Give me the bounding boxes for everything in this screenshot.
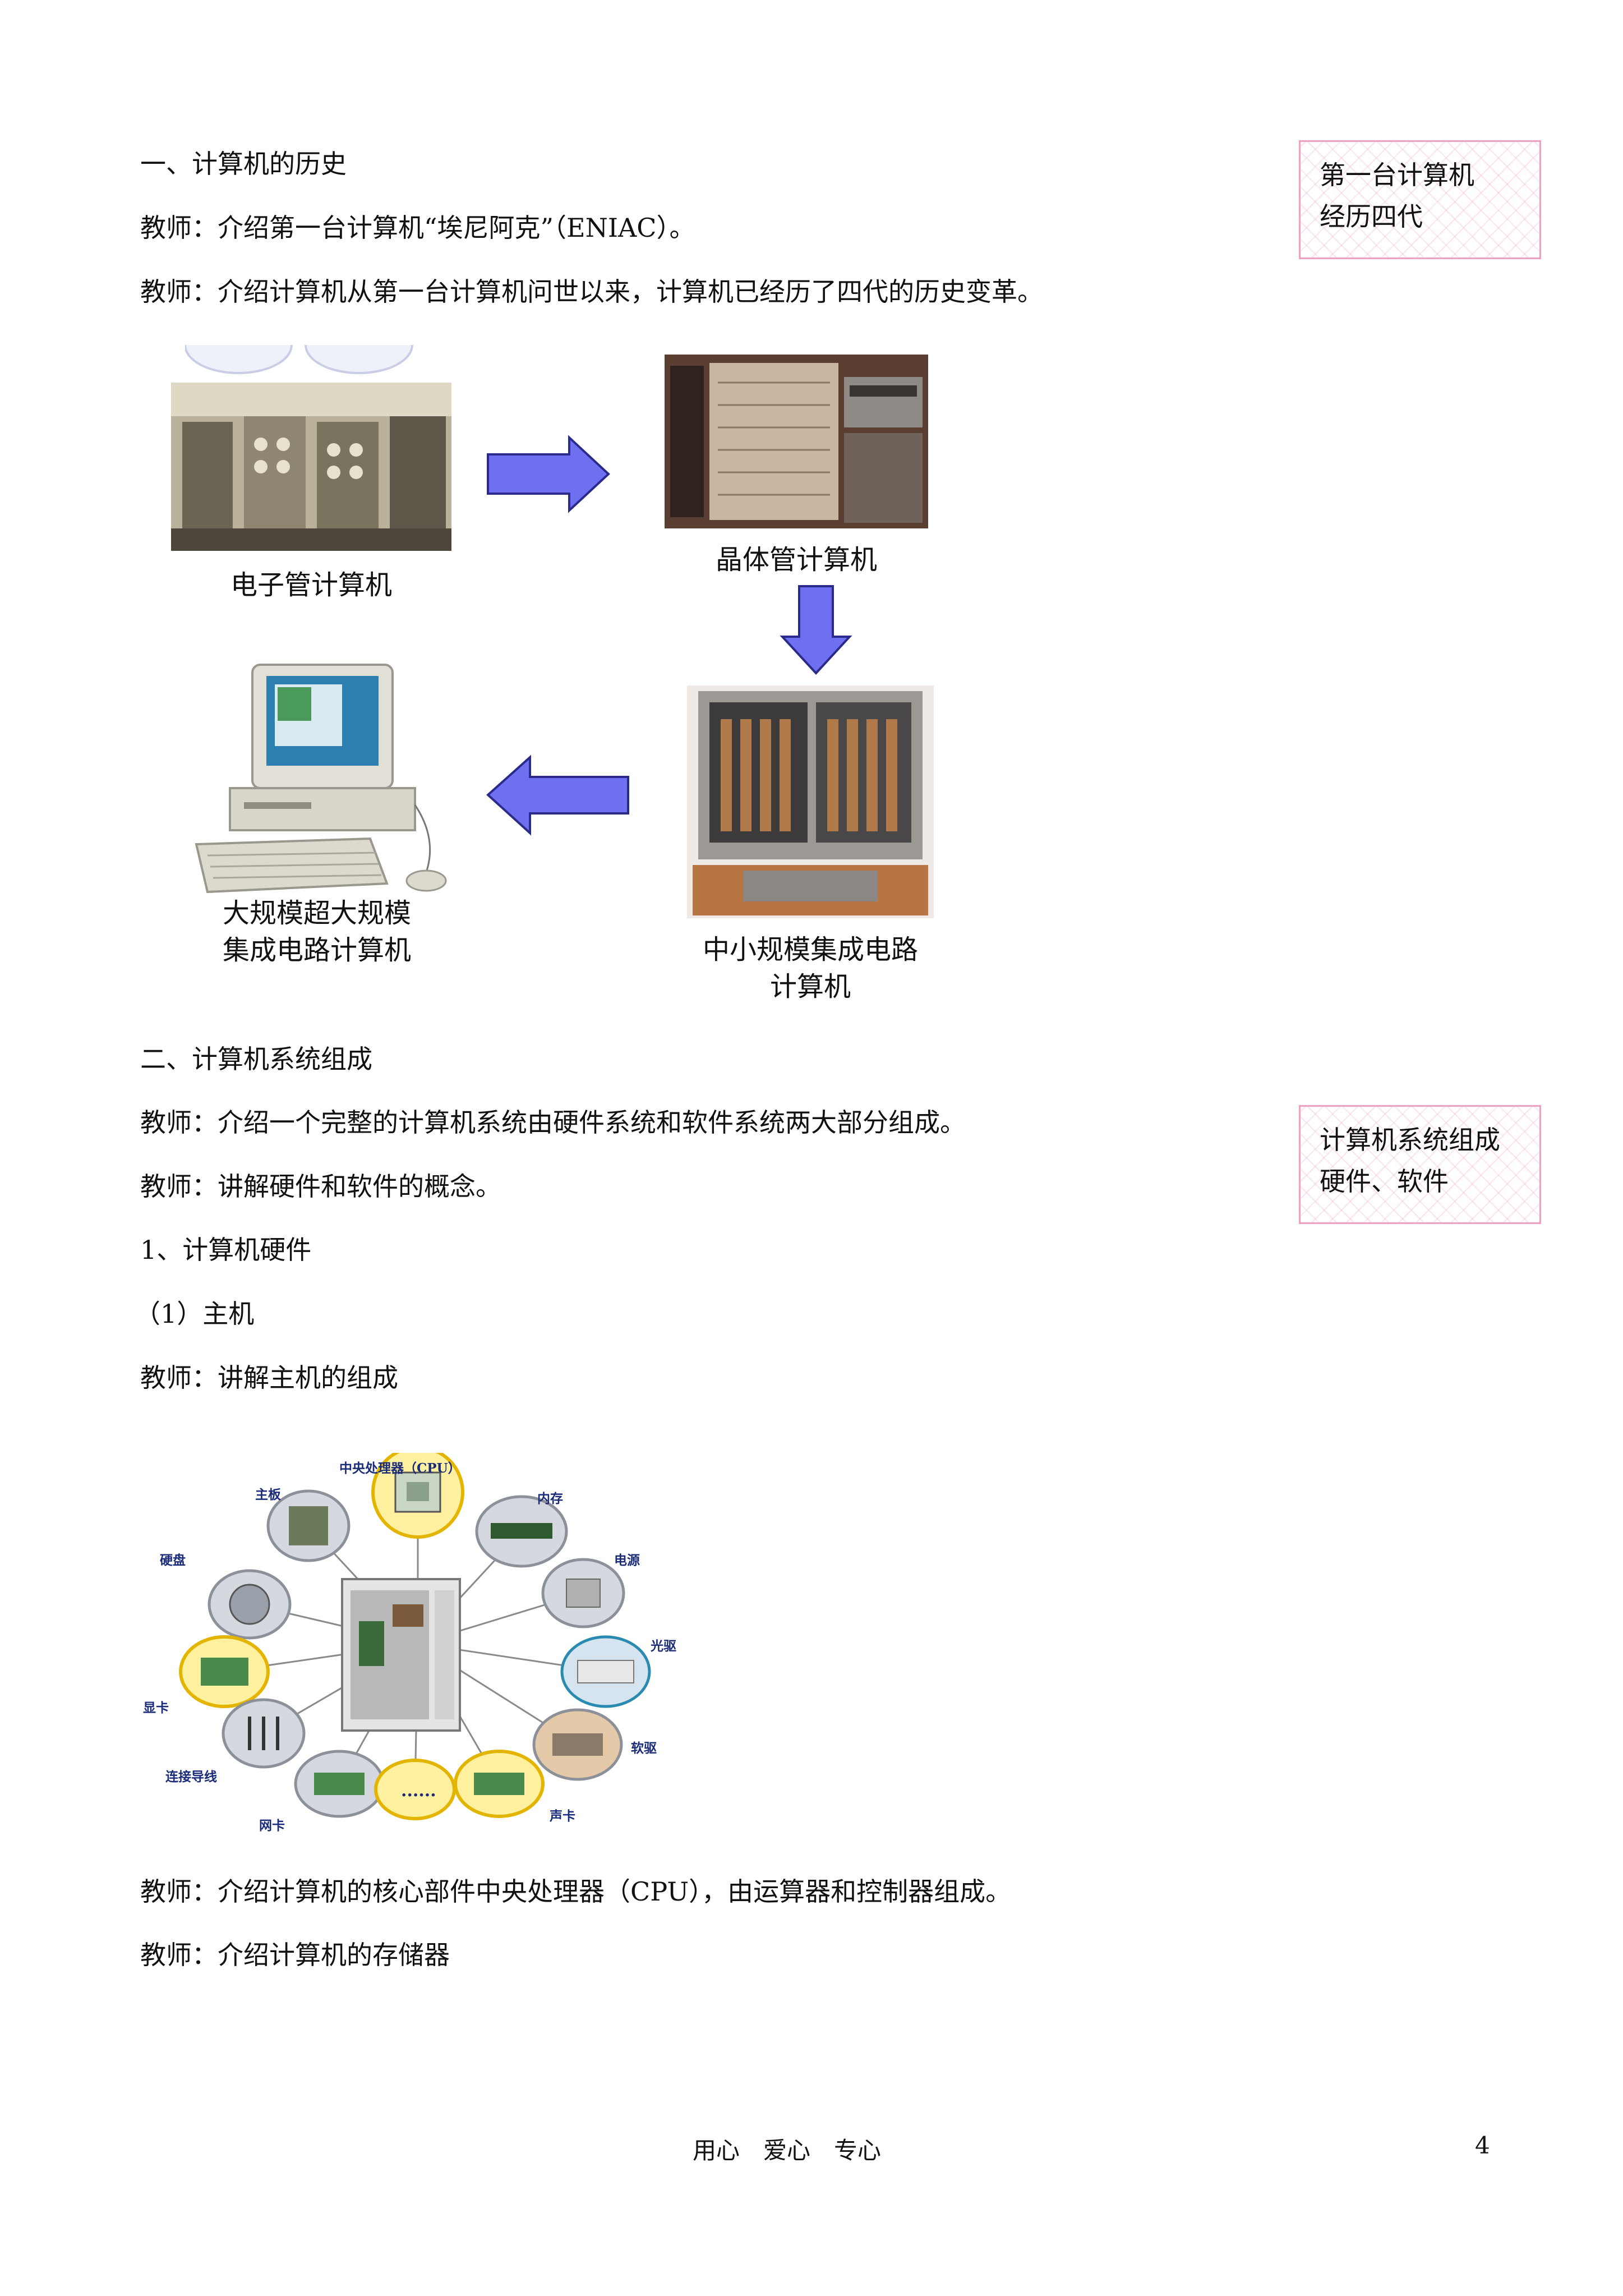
label-memory: 内存 xyxy=(537,1491,563,1506)
label-power: 电源 xyxy=(614,1553,640,1568)
caption-line: 计算机 xyxy=(769,971,851,1002)
label-floppy-drive: 软驱 xyxy=(631,1741,657,1756)
section2-paragraph-cpu: 教师：介绍计算机的核心部件中央处理器（CPU），由运算器和控制器组成。 xyxy=(140,1876,1012,1907)
arrow-left-icon xyxy=(486,754,629,836)
margin-note-system: 计算机系统组成 硬件、软件 xyxy=(1299,1105,1541,1224)
label-hard-disk: 硬盘 xyxy=(160,1553,186,1568)
caption-line: 集成电路计算机 xyxy=(222,935,411,966)
label-more-components: ...... xyxy=(401,1781,436,1801)
caption-line: 中小规模集成电路 xyxy=(702,934,918,965)
host-components-diagram xyxy=(179,1453,651,1820)
caption-integrated-circuit: 中小规模集成电路 计算机 xyxy=(651,931,970,1005)
vacuum-tube-computer-photo xyxy=(171,383,451,551)
label-motherboard: 主板 xyxy=(255,1487,281,1502)
label-cables: 连接导线 xyxy=(165,1769,217,1784)
transistor-computer-photo xyxy=(665,355,928,528)
margin-note-line: 第一台计算机 xyxy=(1320,160,1474,190)
margin-note-line: 计算机系统组成 xyxy=(1320,1125,1500,1155)
personal-computer-photo xyxy=(191,659,454,895)
margin-note-history: 第一台计算机 经历四代 xyxy=(1299,140,1541,259)
section2-subheading-hardware: 1、计算机硬件 xyxy=(140,1235,312,1265)
margin-note-line: 硬件、软件 xyxy=(1320,1166,1449,1197)
section1-heading: 一、计算机的历史 xyxy=(140,149,347,179)
section1-paragraph-eniac: 教师：介绍第一台计算机“埃尼阿克”（ENIAC）。 xyxy=(140,213,695,243)
label-sound-card: 声卡 xyxy=(550,1809,575,1824)
footer-motto: 用心 爱心 专心 xyxy=(693,2137,882,2164)
section2-paragraph-host: 教师：讲解主机的组成 xyxy=(140,1363,398,1393)
caption-vacuum-tube: 电子管计算机 xyxy=(230,569,392,601)
section1-paragraph-generations: 教师：介绍计算机从第一台计算机问世以来，计算机已经历了四代的历史变革。 xyxy=(140,277,1043,307)
page-number: 4 xyxy=(1475,2132,1490,2159)
caption-transistor: 晶体管计算机 xyxy=(715,544,877,576)
section2-subheading-host: （1）主机 xyxy=(135,1299,255,1329)
section2-heading: 二、计算机系统组成 xyxy=(140,1044,372,1074)
margin-note-line: 经历四代 xyxy=(1320,201,1423,232)
section2-paragraph-system: 教师：介绍一个完整的计算机系统由硬件系统和软件系统两大部分组成。 xyxy=(140,1107,966,1138)
label-network-card: 网卡 xyxy=(259,1818,285,1833)
integrated-circuit-computer-photo xyxy=(687,685,934,918)
label-video-card: 显卡 xyxy=(143,1700,169,1715)
arrow-down-icon xyxy=(780,585,852,675)
arrow-right-icon xyxy=(487,435,610,513)
label-optical-drive: 光驱 xyxy=(651,1639,676,1654)
decorative-arcs xyxy=(185,345,413,374)
caption-line: 大规模超大规模 xyxy=(222,898,411,929)
section2-paragraph-concepts: 教师：讲解硬件和软件的概念。 xyxy=(140,1171,501,1202)
caption-vlsi: 大规模超大规模 集成电路计算机 xyxy=(171,895,463,969)
computer-case xyxy=(341,1578,461,1732)
label-cpu: 中央处理器（CPU） xyxy=(339,1461,461,1476)
section2-paragraph-storage: 教师：介绍计算机的存储器 xyxy=(140,1940,450,1970)
